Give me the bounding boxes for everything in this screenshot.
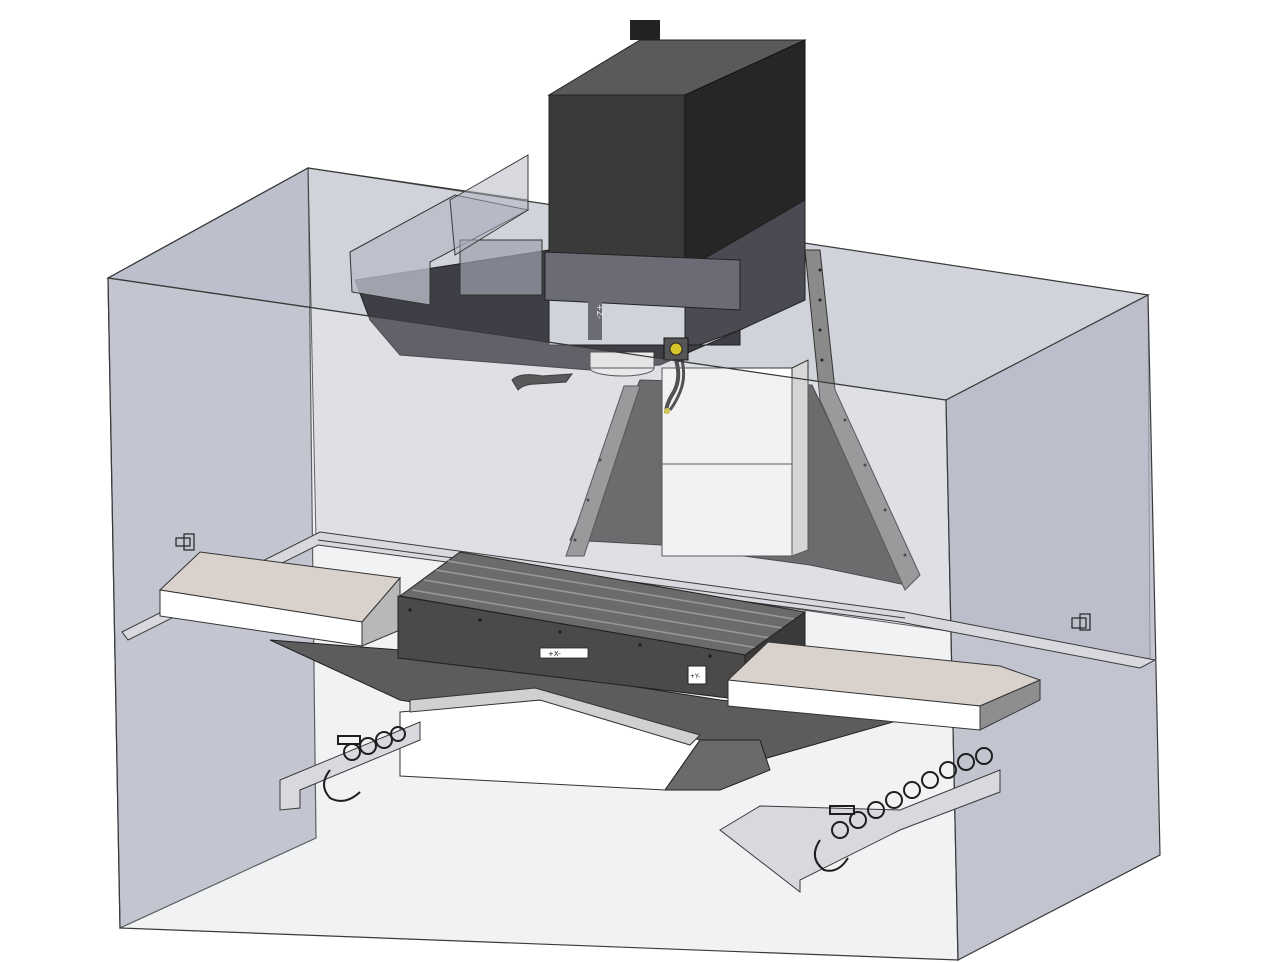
spindle-motor-front xyxy=(548,94,686,271)
column-right-rail xyxy=(804,249,921,591)
right-way-cover-end xyxy=(979,679,1041,731)
table-bolts xyxy=(408,608,712,658)
column-left-rail xyxy=(565,385,641,557)
column-lower-cover xyxy=(661,463,793,557)
spindle-head-band xyxy=(544,251,741,311)
right-enclosure-panel xyxy=(945,294,1161,961)
axis-marker-y: +Y- xyxy=(690,673,700,680)
tool-clamp-icon xyxy=(511,373,574,391)
table-t-slots xyxy=(411,560,795,649)
lower-chip-pan-right xyxy=(719,769,1001,894)
y-axis-bellows-top xyxy=(409,687,701,746)
table-label-plate xyxy=(687,665,707,685)
axis-marker-z: +Z- xyxy=(595,304,604,319)
spindle-head-lower-side xyxy=(684,199,806,351)
column-cover-side xyxy=(791,359,809,557)
column-rail-bolts xyxy=(573,268,907,557)
splash-guard xyxy=(449,154,529,256)
spindle-nose-body xyxy=(589,351,655,369)
y-axis-bellows-side xyxy=(664,739,771,791)
axis-marker-x: +X- xyxy=(548,650,561,658)
spindle-motor-cap xyxy=(630,20,660,40)
cable-carrier-icon xyxy=(323,726,993,872)
lower-chip-pan xyxy=(279,721,421,811)
tool-changer-window xyxy=(459,239,543,296)
bracket-icon xyxy=(175,533,1091,631)
